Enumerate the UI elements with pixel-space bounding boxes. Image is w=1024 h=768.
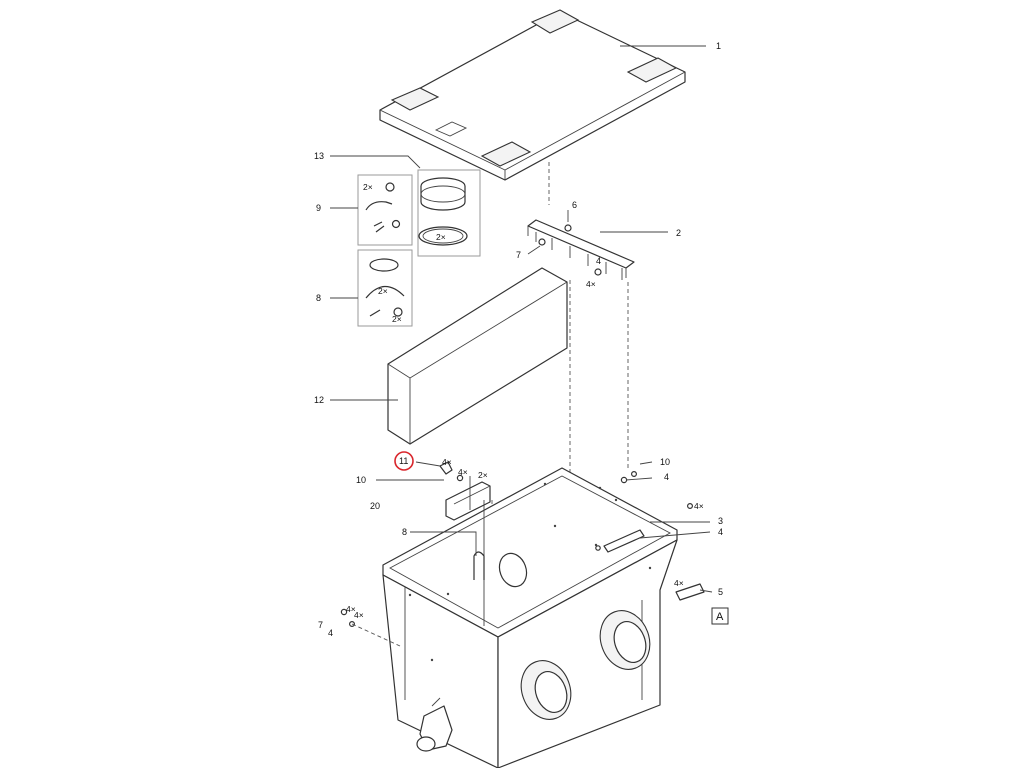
callout-4: 4: [328, 628, 333, 638]
callout-12: 12: [314, 395, 324, 405]
outlet-port-upper[interactable]: [592, 604, 658, 677]
spray-bar-part-2[interactable]: [527, 219, 635, 280]
qty-4x: 4×: [442, 457, 452, 467]
qty-2x: 2×: [363, 182, 373, 192]
quantity-labels: 2× 2× 2× 2× 2× 4× 4× 4× 4× 4× 4× 4×: [346, 182, 704, 620]
qty-4x: 4×: [354, 610, 364, 620]
callout-8: 8: [316, 293, 321, 303]
callout-10: 10: [356, 475, 366, 485]
callout-9: 9: [316, 203, 321, 213]
callout-11: 11: [399, 456, 408, 466]
callout-labels: 1 2 3 4 4 4 4 5 6 7 7 8 8 9 10 10 11 12 …: [314, 41, 723, 638]
lid-part-1[interactable]: [379, 9, 686, 181]
callout-3: 3: [718, 516, 723, 526]
callout-4: 4: [596, 256, 601, 266]
callout-7: 7: [516, 250, 521, 260]
qty-4x: 4×: [458, 467, 468, 477]
qty-4x: 4×: [586, 279, 596, 289]
qty-2x: 2×: [392, 314, 402, 324]
callout-5: 5: [718, 587, 723, 597]
filter-container[interactable]: [382, 467, 678, 768]
inset-box-8: [357, 249, 413, 327]
qty-4x: 4×: [346, 604, 356, 614]
qty-2x: 2×: [478, 470, 488, 480]
hardware-right: [595, 471, 705, 601]
callout-4: 4: [664, 472, 669, 482]
qty-2x: 2×: [378, 286, 388, 296]
hardware-left: [340, 608, 401, 647]
drain-valve[interactable]: [416, 697, 453, 752]
view-label-text: A: [716, 611, 724, 623]
highlight-ring-callout-11: [394, 451, 414, 471]
callout-1: 1: [716, 41, 721, 51]
qty-2x: 2×: [436, 232, 446, 242]
qty-4x: 4×: [694, 501, 704, 511]
callout-7: 7: [318, 620, 323, 630]
inset-box-13: [417, 169, 481, 257]
callout-10: 10: [660, 457, 670, 467]
filter-foam-part-12[interactable]: [387, 267, 568, 445]
callout-4: 4: [718, 527, 723, 537]
inset-box-9: [357, 174, 413, 246]
callout-20: 20: [370, 501, 380, 511]
callout-8: 8: [402, 527, 407, 537]
leader-lines: [330, 45, 713, 593]
callout-13: 13: [314, 151, 324, 161]
outlet-port-lower[interactable]: [513, 654, 579, 727]
callout-2: 2: [676, 228, 681, 238]
callout-6: 6: [572, 200, 577, 210]
qty-4x: 4×: [674, 578, 684, 588]
view-label-a: A: [711, 607, 729, 625]
u-clip[interactable]: [473, 551, 485, 580]
